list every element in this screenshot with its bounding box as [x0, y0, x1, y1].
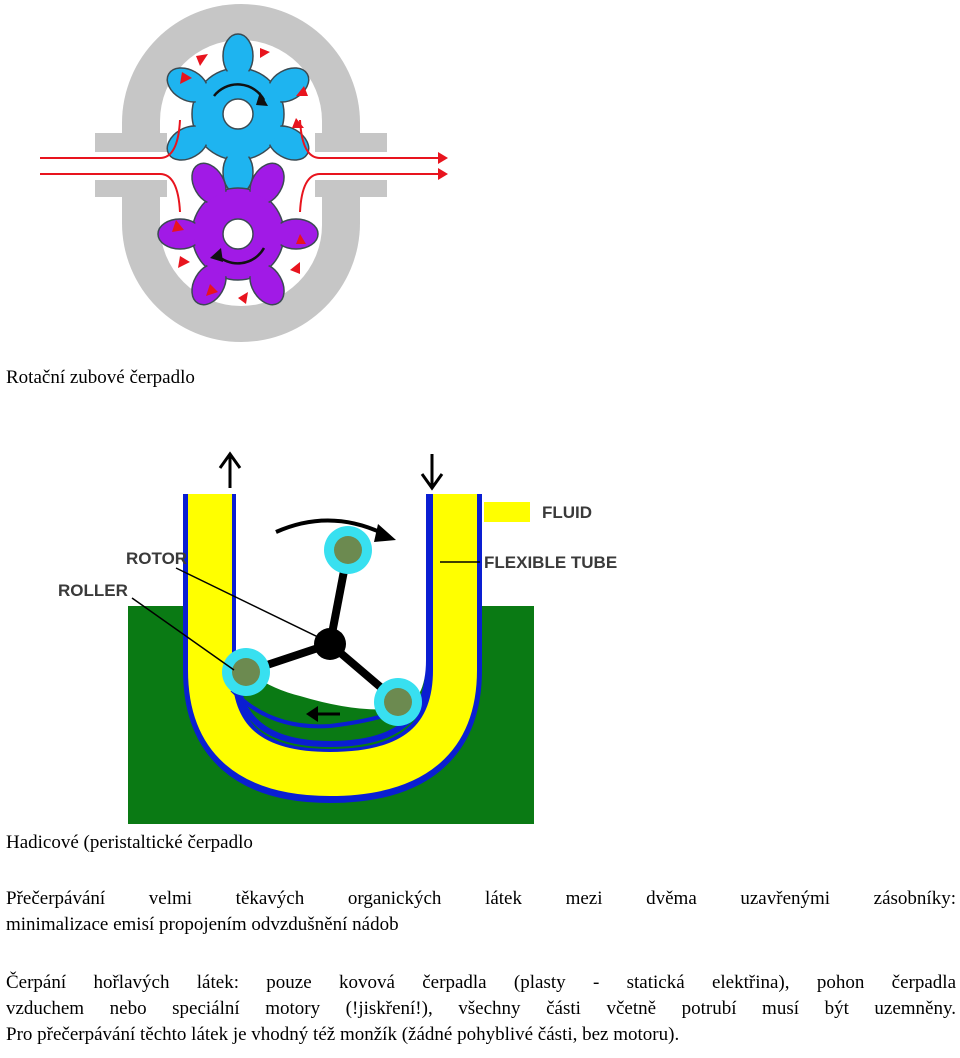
peristaltic-pump-diagram: FLUID FLEXIBLE TUBE ROTOR ROLLER: [58, 451, 617, 824]
gear-pump-diagram: [40, 4, 448, 342]
flow-back-arrow-icon: [306, 706, 340, 722]
paragraph-flammable-pumping: Čerpání hořlavých látek: pouze kovová če…: [6, 970, 956, 1048]
fluid-swatch: [484, 502, 530, 522]
paragraph-line: minimalizace emisí propojením odvzdušněn…: [6, 914, 399, 935]
tube-up-arrow-icon: [218, 451, 242, 488]
paragraph-line: vzduchem nebo speciální motory (!jiskřen…: [6, 998, 956, 1019]
rotor-hub: [314, 628, 346, 660]
roller-icon: [324, 526, 372, 574]
figure2-caption: Hadicové (peristaltické čerpadlo: [6, 832, 253, 853]
top-gear-icon: [166, 33, 310, 195]
paragraph-line: Pro přečerpávání těchto látek je vhodný …: [6, 1024, 680, 1045]
bottom-gear-icon: [157, 162, 319, 306]
paragraph-line: Čerpání hořlavých látek: pouze kovová če…: [6, 972, 956, 993]
fluid: [188, 494, 477, 796]
label-roller: ROLLER: [58, 581, 128, 600]
rotation-arrow-icon: [275, 518, 396, 542]
label-fluid: FLUID: [542, 503, 592, 522]
tube-down-arrow-icon: [420, 454, 444, 491]
paragraph-line: Přečerpávání velmi těkavých organických …: [6, 888, 956, 909]
label-flexible-tube: FLEXIBLE TUBE: [484, 553, 617, 572]
roller-icon: [374, 678, 422, 726]
paragraph-voc-transfer: Přečerpávání velmi těkavých organických …: [6, 886, 956, 938]
roller-icon: [222, 648, 270, 696]
flow-arrowheads: [172, 48, 448, 304]
figure1-caption: Rotační zubové čerpadlo: [6, 367, 195, 388]
label-rotor: ROTOR: [126, 549, 187, 568]
